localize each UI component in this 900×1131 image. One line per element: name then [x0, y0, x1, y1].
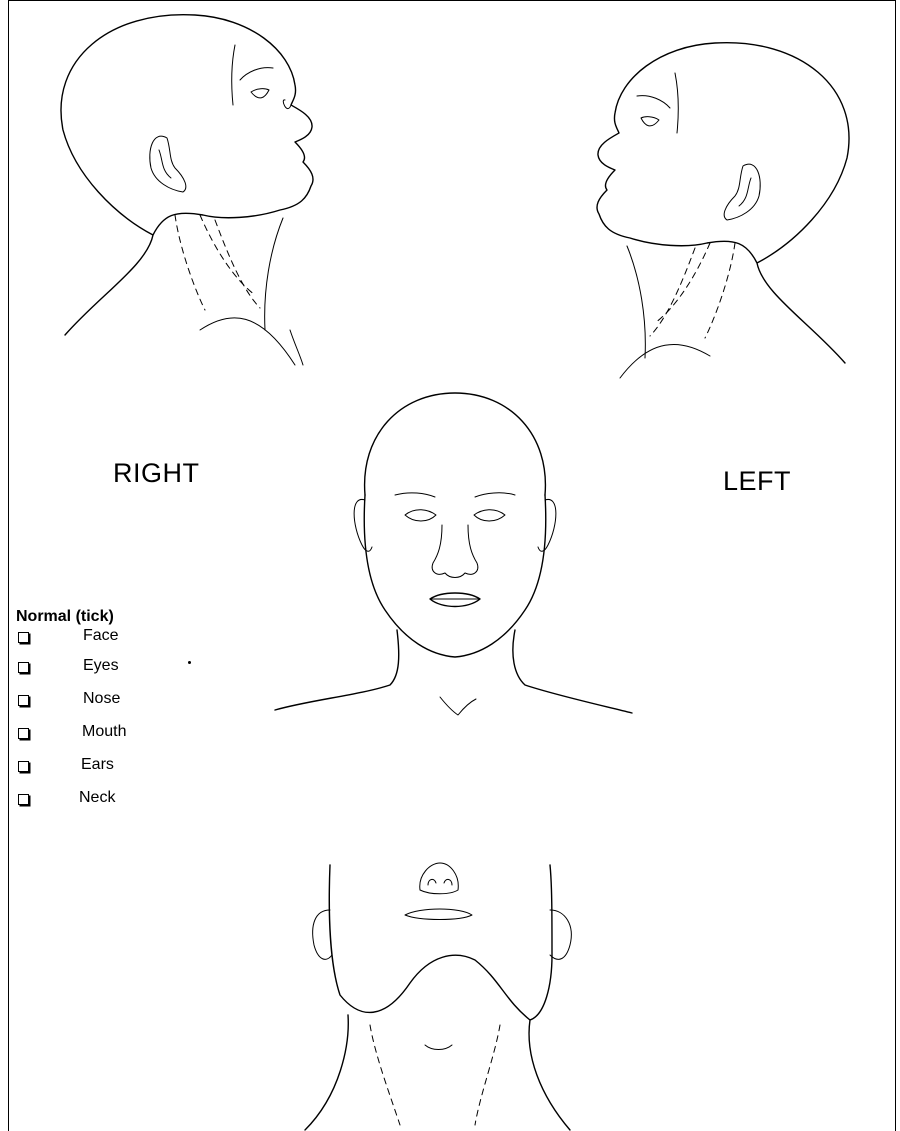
checkbox-mouth[interactable]: [18, 728, 29, 739]
checklist-item-eyes[interactable]: Eyes: [15, 657, 215, 690]
checklist-label-nose: Nose: [83, 690, 120, 708]
checkbox-nose[interactable]: [18, 695, 29, 706]
checkbox-eyes[interactable]: [18, 662, 29, 673]
checklist-item-nose[interactable]: Nose: [15, 690, 215, 723]
checklist-label-mouth: Mouth: [82, 723, 126, 741]
checklist-item-mouth[interactable]: Mouth: [15, 723, 215, 756]
chin-neck-underside-diagram: [300, 855, 590, 1131]
checklist-item-face[interactable]: Face: [15, 627, 215, 657]
normal-checklist: Normal (tick) Face Eyes Nose Mouth Ears …: [15, 608, 215, 822]
checklist-label-face: Face: [83, 627, 119, 645]
right-side-label: RIGHT: [113, 458, 200, 489]
checklist-item-neck[interactable]: Neck: [15, 789, 215, 822]
right-profile-head-diagram: [55, 10, 325, 370]
left-side-label: LEFT: [723, 466, 791, 497]
checklist-label-ears: Ears: [81, 756, 114, 774]
checklist-title: Normal (tick): [16, 608, 215, 626]
checklist-label-eyes: Eyes: [83, 657, 119, 675]
left-profile-head-diagram: [585, 38, 855, 383]
frontal-face-diagram: [270, 385, 640, 720]
checklist-item-ears[interactable]: Ears: [15, 756, 215, 789]
checkbox-ears[interactable]: [18, 761, 29, 772]
checklist-label-neck: Neck: [79, 789, 115, 807]
checkbox-face[interactable]: [18, 632, 29, 643]
checkbox-neck[interactable]: [18, 794, 29, 805]
